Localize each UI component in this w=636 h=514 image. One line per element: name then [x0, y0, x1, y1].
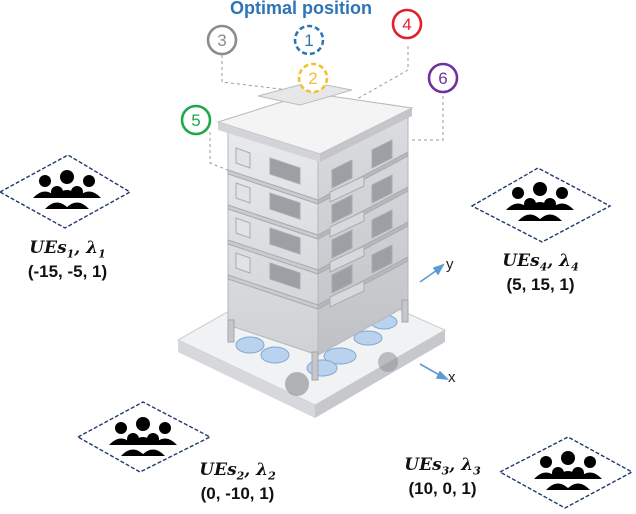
ue-label-4: UEs4, λ4: [502, 251, 579, 274]
users-icon-2: [109, 417, 177, 456]
position-markers: 1 3 4 2 5 6: [180, 8, 459, 136]
ue-diamonds: [0, 154, 634, 509]
position-guides: [209, 46, 444, 176]
ue-label-1: UEs1, λ1: [29, 238, 106, 261]
position-circle-2: [297, 62, 329, 94]
position-label-1: 1: [304, 31, 313, 50]
x-axis-label: x: [448, 369, 456, 386]
position-circle-5: [180, 104, 212, 136]
users-icon-4: [506, 182, 574, 221]
axis-arrows: [419, 263, 450, 381]
position-circle-4: [391, 8, 423, 40]
position-circle-6: [427, 62, 459, 94]
position-label-3: 3: [217, 31, 226, 50]
users-icon-1: [33, 170, 101, 209]
ue-coords-3: (10, 0, 1): [408, 479, 477, 498]
users-icon-3: [534, 451, 602, 490]
building-pillars: [227, 299, 409, 381]
ue-diamond-1: [0, 154, 132, 229]
y-axis-label: y: [446, 256, 454, 273]
position-label-6: 6: [438, 69, 447, 88]
ue-label-3: UEs3, λ3: [404, 455, 481, 478]
ue-coords-2: (0, -10, 1): [200, 484, 275, 503]
position-circle-3: [206, 24, 238, 56]
ue-coords-1: (-15, -5, 1): [27, 262, 108, 281]
ue-diamond-3: [498, 436, 634, 509]
position-marker-1: 1: [293, 24, 325, 56]
position-label-2: 2: [308, 69, 317, 88]
ue-coords-4: (5, 15, 1): [506, 275, 575, 294]
position-circle-1: [293, 24, 325, 56]
position-label-4: 4: [402, 15, 411, 34]
position-label-5: 5: [191, 111, 200, 130]
ue-label-2: UEs2, λ2: [199, 460, 276, 483]
trees: [285, 352, 398, 396]
ue-diamond-4: [470, 167, 612, 243]
ue-diamond-2: [76, 401, 212, 473]
ue-group-icons: [33, 170, 602, 490]
position-marker-3: 3: [206, 24, 238, 56]
building-floors: [227, 139, 409, 310]
position-marker-5: 5: [180, 104, 212, 136]
position-marker-4: 4: [391, 8, 423, 40]
position-marker-6: 6: [427, 62, 459, 94]
position-marker-2: 2: [297, 62, 329, 94]
diagram-title: Optimal position: [230, 0, 372, 18]
